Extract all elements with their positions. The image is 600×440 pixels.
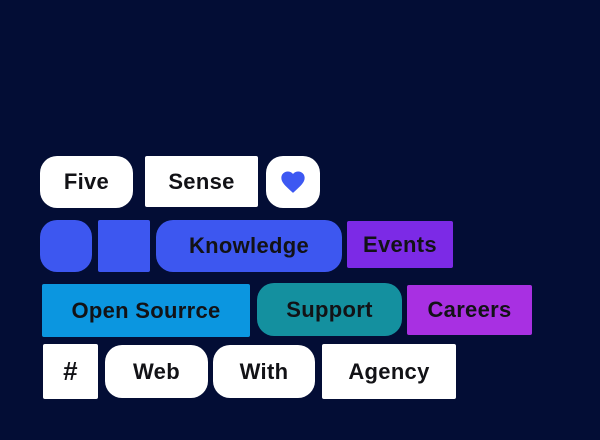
tag-events[interactable]: Events — [347, 221, 453, 268]
tag-agency-label: Agency — [348, 358, 430, 384]
tag-with[interactable]: With — [213, 345, 315, 398]
tag-web[interactable]: Web — [105, 345, 208, 398]
tag-knowledge[interactable]: Knowledge — [156, 220, 342, 272]
tag-hash[interactable]: # — [43, 344, 98, 399]
tag-careers-label: Careers — [427, 297, 512, 322]
tag-open-source-label: Open Sourrce — [71, 297, 221, 323]
tag-hash-label: # — [63, 356, 78, 386]
blue-tile-sharp — [98, 220, 150, 272]
tag-sense-label: Sense — [168, 168, 235, 194]
heart-icon-shape — [281, 171, 305, 193]
tag-sense[interactable]: Sense — [145, 156, 258, 207]
heart-icon — [281, 171, 305, 193]
tag-support[interactable]: Support — [257, 283, 402, 336]
tag-knowledge-label: Knowledge — [188, 233, 310, 258]
tag-events-label: Events — [363, 231, 437, 257]
tag-five-label: Five — [63, 169, 110, 194]
tag-careers[interactable]: Careers — [407, 285, 532, 335]
favorite-button[interactable] — [266, 156, 320, 208]
tag-agency[interactable]: Agency — [322, 344, 456, 399]
tag-five[interactable]: Five — [40, 156, 133, 208]
tag-support-label: Support — [286, 296, 373, 322]
tag-open-source[interactable]: Open Sourrce — [42, 284, 250, 337]
tag-with-label: With — [239, 358, 289, 384]
blue-tile-rounded — [40, 220, 92, 272]
tag-web-label: Web — [133, 358, 180, 384]
